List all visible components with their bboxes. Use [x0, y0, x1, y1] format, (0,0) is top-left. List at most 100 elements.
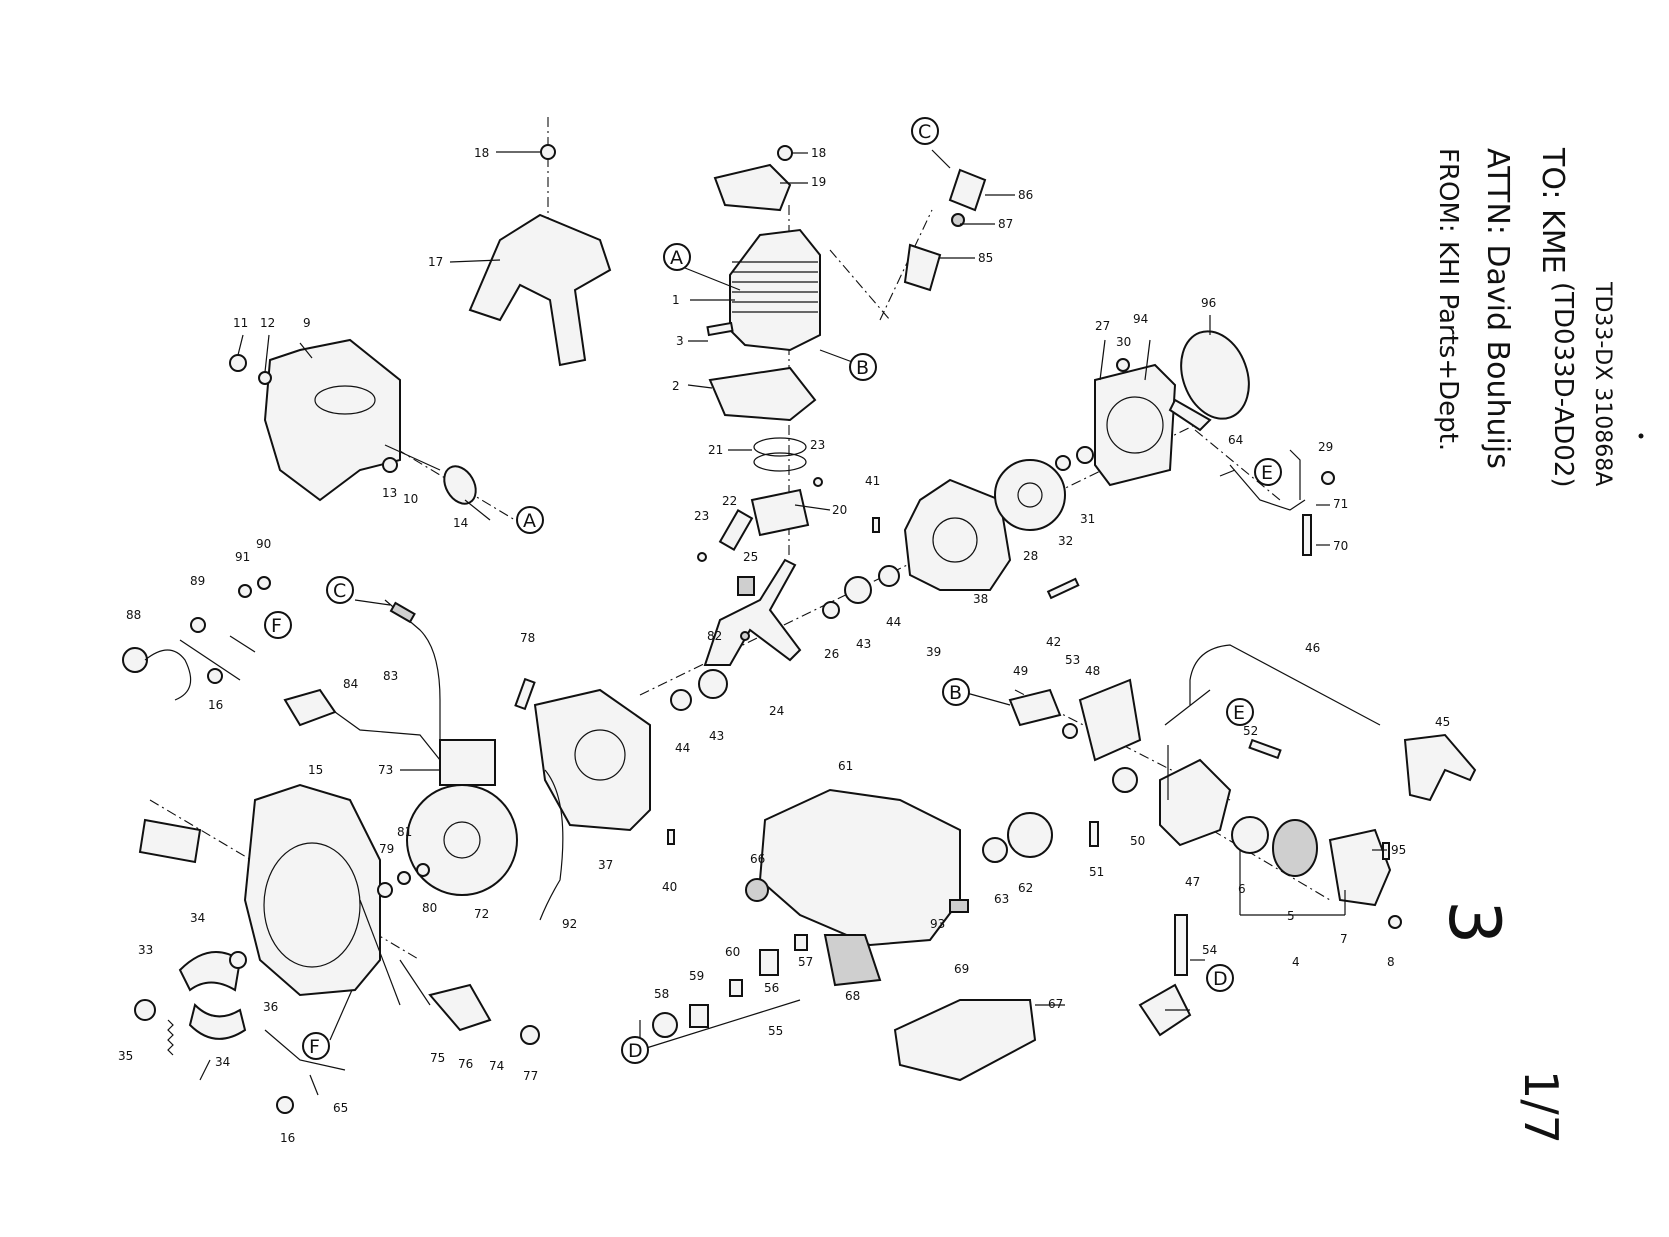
part-label-17: 17 — [428, 255, 443, 269]
clutch-spring-shape — [167, 1019, 174, 1056]
gasket-63-shape — [982, 837, 1008, 863]
callout-b-cylinder — [849, 353, 877, 381]
cable-92-shape — [539, 769, 564, 921]
part-label-71: 71 — [1333, 497, 1348, 511]
part-label-94: 94 — [1133, 312, 1148, 326]
part-label-10: 10 — [403, 492, 418, 506]
gasket-49-shape — [1008, 688, 1062, 727]
throttle-grip-shape — [1403, 733, 1477, 802]
pad-68-shape — [823, 934, 882, 987]
part-label-6: 6 — [1238, 882, 1246, 896]
callout-a-muffler — [516, 506, 544, 534]
callout-c-wire — [326, 576, 354, 604]
plug-boot-83 — [389, 601, 416, 624]
starter-pulley-hub — [1017, 482, 1043, 508]
insulator-48-shape — [1078, 678, 1142, 762]
part-label-95: 95 — [1391, 843, 1406, 857]
model-code: (TD033D-AD02) — [1548, 282, 1578, 488]
stop-switch-terminal-shape — [283, 688, 337, 727]
leader-lines — [179, 149, 1387, 1096]
part-label-19: 19 — [811, 175, 826, 189]
callout-c-plug — [911, 117, 939, 145]
washer-81-shape — [397, 871, 411, 885]
clip-23-right-shape — [813, 477, 823, 487]
cylinder-cover-plate-shape — [713, 163, 792, 212]
part-label-4: 4 — [1292, 955, 1300, 969]
screw-16-upper-shape — [207, 668, 223, 684]
recoil-starter-housing-shape — [1094, 363, 1177, 487]
bolt-29-shape — [1321, 471, 1335, 485]
part-label-36: 36 — [263, 1000, 278, 1014]
protector-67-shape — [893, 999, 1037, 1082]
part-label-29: 29 — [1318, 440, 1333, 454]
part-label-54: 54 — [1202, 943, 1217, 957]
plug-cap-86-shape — [948, 168, 987, 212]
lever-rod-shape — [1289, 449, 1301, 500]
part-label-44-lower: 44 — [675, 741, 690, 755]
part-label-24: 24 — [769, 704, 784, 718]
part-label-33: 33 — [138, 943, 153, 957]
bolt-30-shape — [1116, 358, 1130, 372]
part-label-11: 11 — [233, 316, 248, 330]
label-plate-shape — [138, 818, 202, 864]
flywheel-shape — [406, 784, 518, 896]
part-label-37: 37 — [598, 858, 613, 872]
crankcase-bore — [932, 517, 978, 563]
part-label-34-upper: 34 — [190, 911, 205, 925]
part-label-85: 85 — [978, 251, 993, 265]
part-label-53: 53 — [1065, 653, 1080, 667]
screw-8-shape — [1388, 915, 1402, 929]
callout-c-wire-label: C — [333, 580, 346, 602]
starter-handle-shape — [1168, 398, 1212, 432]
air-cleaner-plate-6-shape — [1231, 816, 1269, 854]
bolt-78-shape — [514, 677, 536, 711]
clutch-shoe-upper — [178, 951, 242, 992]
stray-dot — [1638, 433, 1644, 439]
nut-11-shape — [229, 354, 247, 372]
part-label-18-right: 18 — [811, 146, 826, 160]
part-label-2: 2 — [672, 379, 680, 393]
crankcase-shape — [903, 478, 1012, 591]
switch-bracket-74-shape — [428, 983, 492, 1032]
part-label-1: 1 — [672, 293, 680, 307]
part-label-72: 72 — [474, 907, 489, 921]
clutch-bolt-shape — [134, 999, 156, 1021]
tank-cap-66-shape — [745, 878, 769, 902]
plug-axis — [879, 209, 933, 321]
pin-41-shape — [872, 517, 880, 533]
part-label-34-lower: 34 — [215, 1055, 230, 1069]
callout-d-filter — [621, 1036, 649, 1064]
stop-wire-shape — [334, 711, 441, 761]
plug-axis-2 — [829, 249, 891, 321]
part-label-45: 45 — [1435, 715, 1450, 729]
clip-23-left-shape — [697, 552, 707, 562]
pin-40-shape — [667, 829, 675, 845]
part-label-13: 13 — [382, 486, 397, 500]
bolt-18-right-shape — [777, 145, 793, 161]
page-number: 3 — [1433, 900, 1515, 945]
crankcase-half-bore — [574, 729, 626, 781]
part-label-83: 83 — [383, 669, 398, 683]
starter-pulley-shape — [994, 459, 1066, 531]
part-label-52: 52 — [1243, 724, 1258, 738]
part-label-58: 58 — [654, 987, 669, 1001]
bearing-44-upper — [878, 565, 900, 587]
part-label-50: 50 — [1130, 834, 1145, 848]
part-label-69: 69 — [954, 962, 969, 976]
muffler-gasket-shape — [443, 465, 477, 505]
callout-e-carb-label: E — [1233, 702, 1245, 724]
fan-cover-opening — [263, 842, 361, 968]
part-label-67: 67 — [1048, 997, 1063, 1011]
part-label-86: 86 — [1018, 188, 1033, 202]
page-fraction: 1/7 — [1514, 1070, 1568, 1144]
part-label-27: 27 — [1095, 319, 1110, 333]
air-filter-5-shape — [1272, 819, 1318, 877]
bolt-3-shape — [706, 321, 734, 337]
air-cleaner-cover-7-shape — [1328, 828, 1392, 907]
fan-cover-shape — [243, 783, 381, 997]
washer-12-shape — [258, 371, 272, 385]
part-label-31: 31 — [1080, 512, 1095, 526]
bolt-52-shape — [1248, 738, 1282, 760]
throttle-cable-shape — [1189, 644, 1381, 726]
cylinder-shape — [729, 228, 821, 352]
